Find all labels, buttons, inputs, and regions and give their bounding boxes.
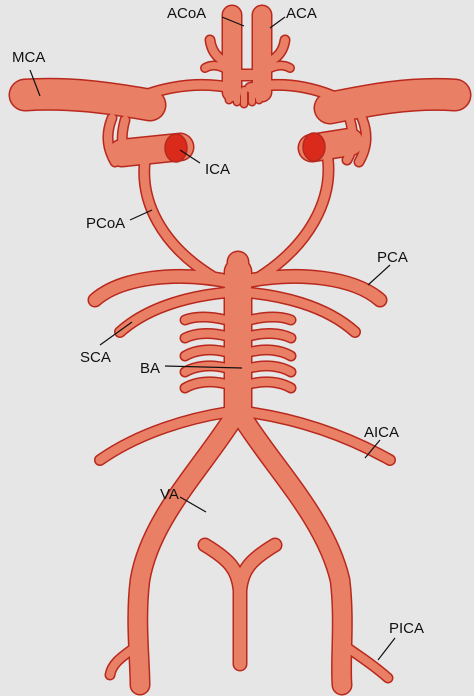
mca-leader <box>30 70 40 96</box>
label-pca: PCA <box>377 249 408 266</box>
label-mca: MCA <box>12 49 45 66</box>
label-ba: BA <box>140 360 160 377</box>
ba-leader <box>165 366 242 368</box>
label-sca: SCA <box>80 349 111 366</box>
pica-leader <box>378 638 395 660</box>
label-va: VA <box>160 486 179 503</box>
label-ica: ICA <box>205 161 230 178</box>
va-leader <box>180 497 206 512</box>
sca-leader <box>100 322 132 345</box>
aica-leader <box>365 440 380 458</box>
pcoa-leader <box>130 210 152 220</box>
ica-right-opening <box>303 133 325 161</box>
label-pcoa: PCoA <box>86 215 125 232</box>
label-aica: AICA <box>364 424 399 441</box>
label-acoa: ACoA <box>167 5 206 22</box>
ica-left-opening <box>165 134 187 162</box>
label-aca: ACA <box>286 5 317 22</box>
aca-leader <box>270 17 285 28</box>
label-pica: PICA <box>389 620 424 637</box>
pca-leader <box>368 265 390 285</box>
acoa-leader <box>222 17 244 26</box>
